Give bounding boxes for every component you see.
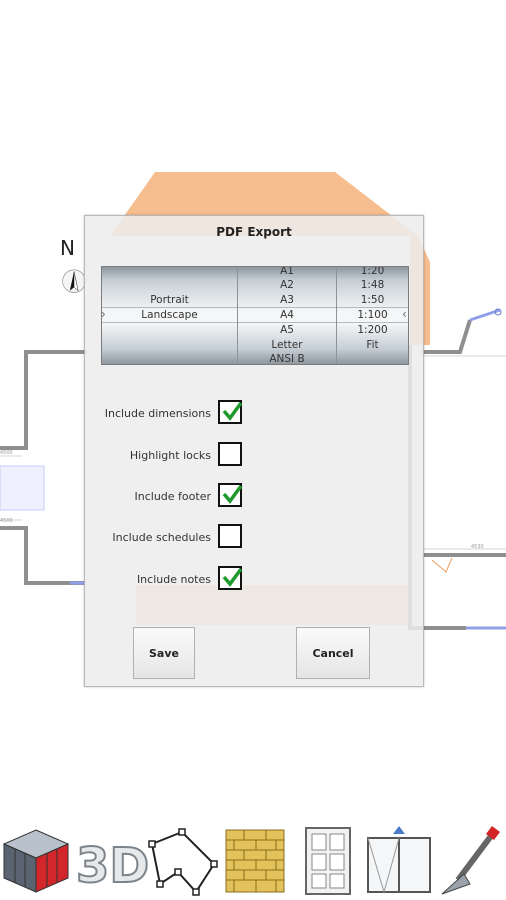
compass-north-label: N <box>60 236 75 260</box>
paper-size-option[interactable]: Letter <box>271 339 303 351</box>
svg-text:4530: 4530 <box>471 544 484 550</box>
paper-size-option[interactable]: A2 <box>280 279 294 291</box>
picker-selection-band <box>102 307 408 323</box>
include-schedules-checkbox[interactable] <box>218 524 242 548</box>
cancel-button[interactable]: Cancel <box>296 627 370 679</box>
cube-icon[interactable] <box>0 824 72 896</box>
option-highlight-locks[interactable]: Highlight locks <box>85 442 423 470</box>
option-label: Include footer <box>134 490 211 503</box>
svg-text:4500: 4500 <box>0 518 13 524</box>
dialog-title: PDF Export <box>216 225 292 239</box>
include-dimensions-checkbox[interactable] <box>218 400 243 424</box>
trowel-edit-icon[interactable] <box>440 824 504 896</box>
compass-icon <box>62 269 86 293</box>
option-label: Include dimensions <box>104 407 211 420</box>
option-include-dimensions[interactable]: Include dimensions <box>85 400 423 428</box>
orientation-option[interactable]: Portrait <box>150 294 189 306</box>
checkmark-icon <box>222 567 243 587</box>
option-include-notes[interactable]: Include notes <box>85 566 423 594</box>
scale-option[interactable]: 1:100 <box>357 309 388 321</box>
scale-wheel[interactable]: 1:20 1:48 1:50 1:100 1:200 Fit <box>337 266 408 364</box>
checkmark-icon <box>222 484 243 504</box>
option-label: Include schedules <box>112 531 211 544</box>
scale-option[interactable]: 1:50 <box>360 294 385 306</box>
bottom-toolbar: 3D <box>0 820 506 900</box>
option-include-footer[interactable]: Include footer <box>85 483 423 511</box>
3d-icon[interactable]: 3D <box>72 824 148 896</box>
scale-option[interactable]: 1:20 <box>360 266 385 277</box>
paper-size-option[interactable]: A1 <box>280 266 294 277</box>
highlight-locks-checkbox[interactable] <box>218 442 242 466</box>
include-notes-checkbox[interactable] <box>218 566 243 590</box>
pdf-export-dialog: PDF Export Portrait Landscape A1 A2 A3 A… <box>84 215 424 687</box>
wall-icon[interactable] <box>224 824 288 896</box>
scale-option[interactable]: 1:48 <box>360 279 385 291</box>
paper-size-wheel[interactable]: A1 A2 A3 A4 A5 Letter ANSI B <box>238 267 337 364</box>
svg-text:4500: 4500 <box>0 450 13 456</box>
scale-option[interactable]: Fit <box>366 339 379 351</box>
paper-size-option[interactable]: ANSI B <box>269 353 305 365</box>
orientation-wheel[interactable]: Portrait Landscape <box>102 267 238 364</box>
paper-size-option[interactable]: A5 <box>280 324 294 336</box>
include-footer-checkbox[interactable] <box>218 483 243 507</box>
picker-right-arrow-icon: ‹ <box>402 307 407 321</box>
paper-size-option[interactable]: A3 <box>280 294 294 306</box>
option-include-schedules[interactable]: Include schedules <box>85 524 423 552</box>
picker-left-arrow-icon: › <box>101 307 106 321</box>
3d-label: 3D <box>76 838 148 894</box>
polygon-tool-icon[interactable] <box>148 824 220 896</box>
window-icon[interactable] <box>364 824 434 896</box>
option-label: Highlight locks <box>129 449 211 462</box>
paper-size-option[interactable]: A4 <box>280 309 294 321</box>
orientation-option[interactable]: Landscape <box>141 309 198 321</box>
option-label: Include notes <box>136 573 211 586</box>
page-setup-picker[interactable]: Portrait Landscape A1 A2 A3 A4 A5 Letter… <box>101 266 409 365</box>
checkmark-icon <box>222 401 243 421</box>
save-button[interactable]: Save <box>133 627 195 679</box>
door-icon[interactable] <box>298 824 358 896</box>
scale-option[interactable]: 1:200 <box>357 324 388 336</box>
